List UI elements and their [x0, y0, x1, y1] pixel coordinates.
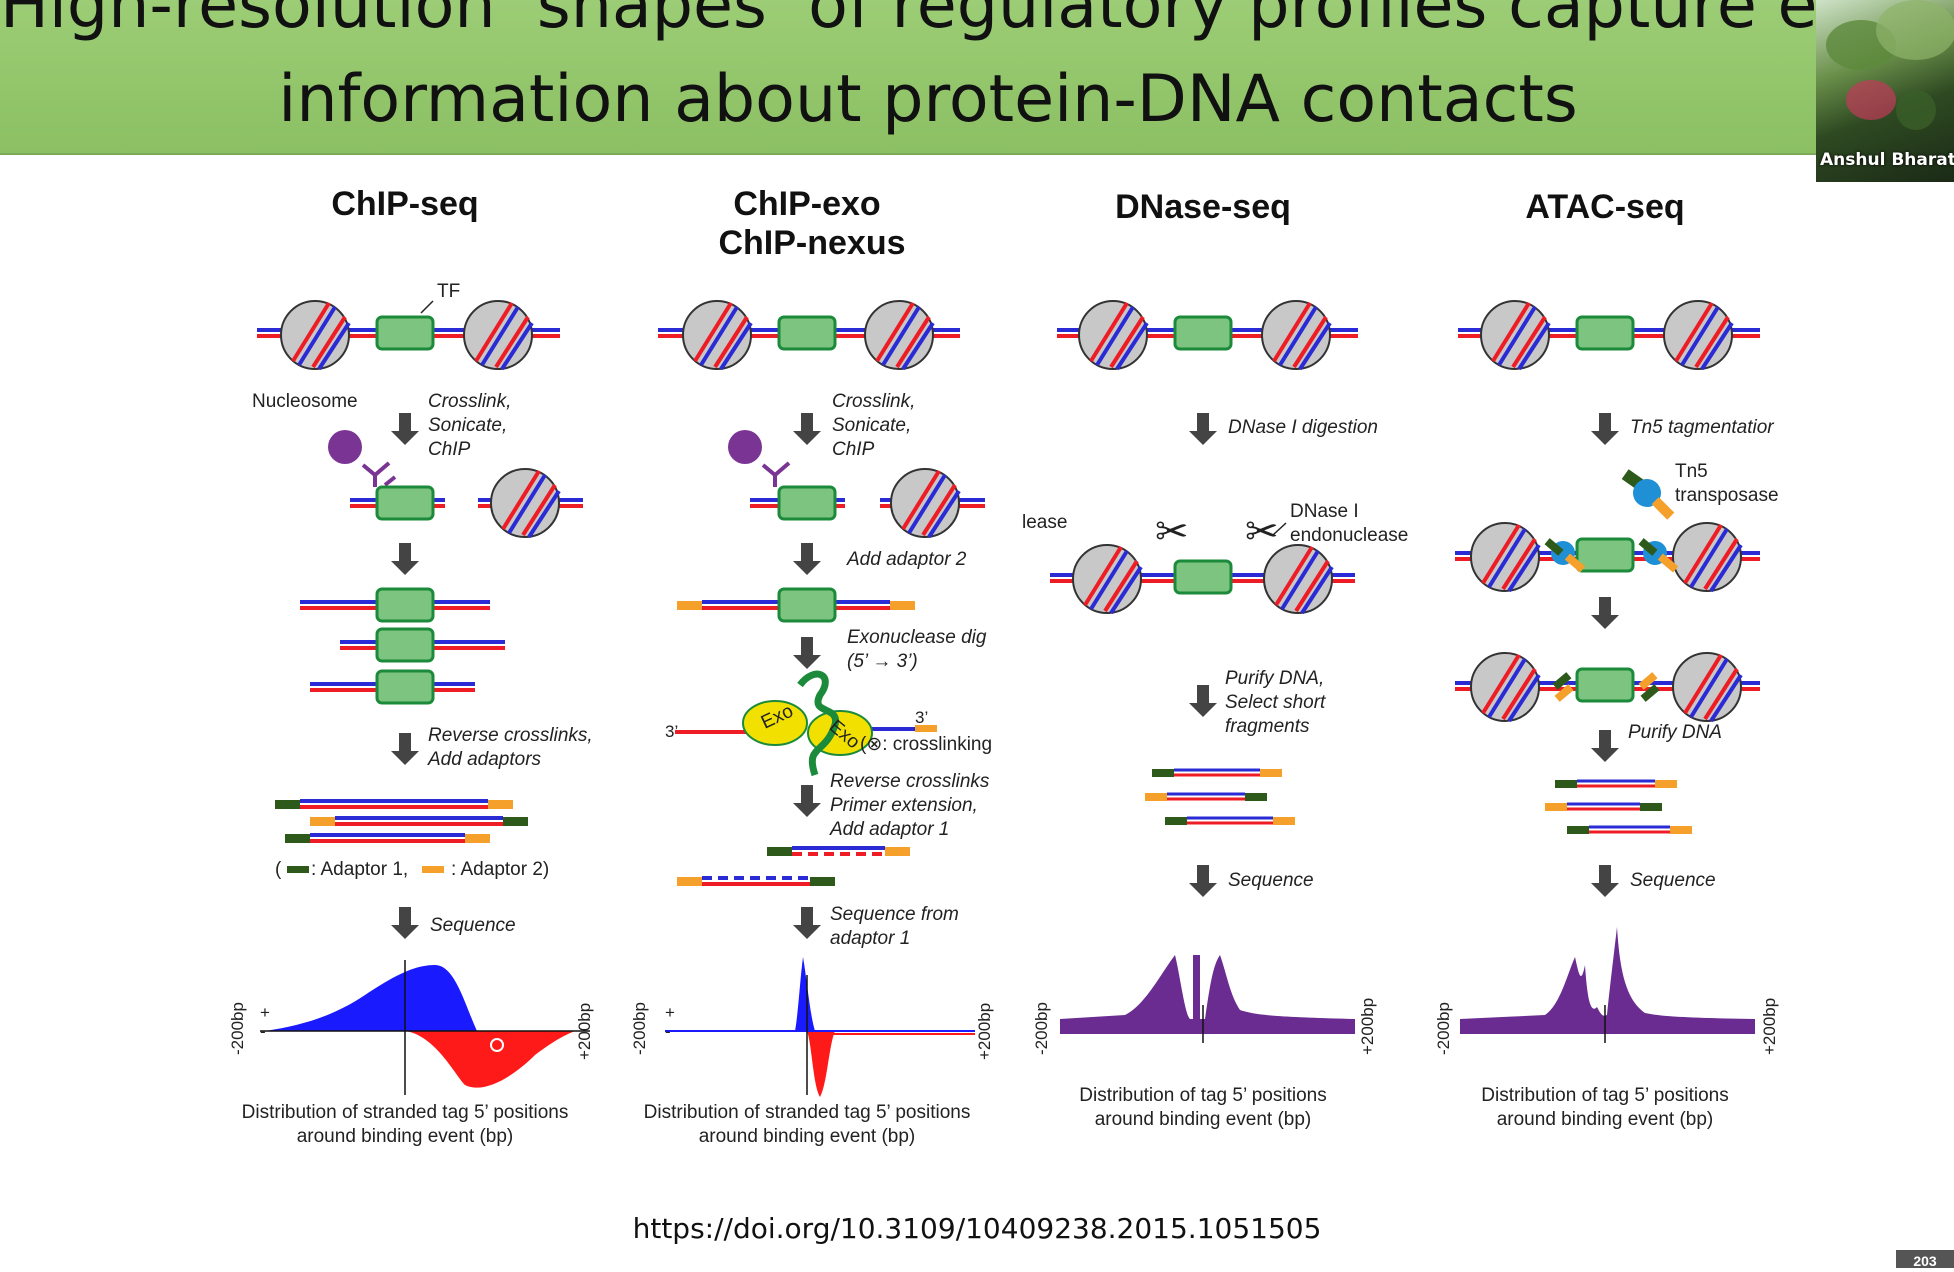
tn5-icon — [1621, 469, 1675, 520]
figure-label: -200bp — [1434, 1002, 1453, 1055]
figure-label: : Adaptor 1, — [311, 859, 408, 880]
chipseq-title: ChIP-seq — [331, 185, 478, 223]
figure-label: transposase — [1675, 485, 1779, 506]
figure-label: Sonicate, — [428, 415, 507, 436]
figure-label: Reverse crosslinks, — [428, 725, 593, 746]
tf-label: TF — [437, 281, 460, 302]
figure-label: ChIP — [428, 439, 471, 460]
figure-label: +200bp — [975, 1003, 994, 1060]
figure-label: Exonuclease dig — [847, 627, 987, 648]
methods-figure: ChIP-seq TF Nucleosome Crosslink, Sonica… — [215, 185, 1780, 1150]
figure-label: Crosslink, — [832, 391, 915, 412]
figure-label: Sequence from — [830, 904, 959, 925]
figure-label: Sequence — [1228, 870, 1314, 891]
figure-label: Purify DNA, — [1225, 668, 1324, 689]
chipexo-title: ChIP-exo — [733, 185, 880, 223]
participant-name: Anshul Bharat — [1820, 150, 1954, 170]
slide-number: 203 — [1896, 1250, 1954, 1269]
figure-label: Add adaptor 1 — [829, 819, 949, 840]
figure-label: ( — [275, 859, 282, 880]
figure-label: Distribution of stranded tag 5’ position… — [242, 1102, 569, 1123]
figure-label: +200bp — [575, 1003, 594, 1060]
figure-label: + — [260, 1003, 270, 1022]
figure-label: Sequence — [430, 915, 516, 936]
scissors-icon: ✂ — [1245, 510, 1279, 554]
figure-label: Purify DNA — [1628, 722, 1722, 743]
atac-column: ATAC-seq Tn5 tagmentatior Tn5 transposas… — [1434, 188, 1779, 1130]
figure-label: DNase I — [1290, 501, 1359, 522]
figure-label: endonuclease — [1290, 525, 1408, 546]
figure-label: Distribution of tag 5’ positions — [1079, 1085, 1326, 1106]
figure-label: Tn5 — [1675, 461, 1708, 482]
nucleosome-label: Nucleosome — [252, 391, 358, 412]
figure-label: Add adaptors — [427, 749, 542, 770]
figure-label: - — [260, 1022, 266, 1041]
figure-label: 3’ — [915, 708, 928, 727]
figure-label: around binding event (bp) — [297, 1126, 514, 1147]
doi-reference: https://doi.org/10.3109/10409238.2015.10… — [632, 1212, 1322, 1245]
slide-title-line-2: information about protein-DNA contacts — [278, 62, 1578, 137]
figure-label: Tn5 tagmentatior — [1630, 417, 1774, 438]
dnase-title: DNase-seq — [1115, 188, 1291, 226]
figure-label: : Adaptor 2) — [451, 859, 549, 880]
chipseq-column: ChIP-seq TF Nucleosome Crosslink, Sonica… — [228, 185, 594, 1147]
participant-video-tile[interactable]: Anshul Bharat — [1816, 0, 1954, 182]
figure-label: (⊗: crosslinking — [860, 734, 992, 755]
figure-label: Distribution of tag 5’ positions — [1481, 1085, 1728, 1106]
slide-title-bar: High-resolution ‘shapes’ of regulatory p… — [0, 0, 1855, 155]
figure-label: +200bp — [1358, 998, 1377, 1055]
figure-label: around binding event (bp) — [1497, 1109, 1714, 1130]
figure-label: 3’ — [665, 722, 678, 741]
figure-label: DNase I digestion — [1228, 417, 1378, 438]
figure-label: (5’ → 3’) — [847, 651, 918, 672]
figure-label: Reverse crosslinks — [830, 771, 990, 792]
figure-label: Sequence — [1630, 870, 1716, 891]
figure-label: lease — [1022, 512, 1067, 533]
figure-label: ChIP — [832, 439, 875, 460]
figure-label: around binding event (bp) — [699, 1126, 916, 1147]
chipexo-column: ChIP-exo ChIP-nexus Crosslink, Sonicate,… — [630, 185, 994, 1147]
figure-label: Sonicate, — [832, 415, 911, 436]
figure-label: Distribution of stranded tag 5’ position… — [644, 1102, 971, 1123]
figure-label: -200bp — [228, 1002, 247, 1055]
figure-label: around binding event (bp) — [1095, 1109, 1312, 1130]
dnase-column: DNase-seq DNase I digestion lease DNase … — [1022, 188, 1408, 1130]
figure-label: fragments — [1225, 716, 1310, 737]
figure-label: +200bp — [1760, 998, 1779, 1055]
figure-label: -200bp — [630, 1002, 649, 1055]
figure-label: -200bp — [1032, 1002, 1051, 1055]
chipnexus-title: ChIP-nexus — [718, 224, 905, 262]
figure-label: Add adaptor 2 — [846, 549, 967, 570]
slide-title-line-1: High-resolution ‘shapes’ of regulatory p… — [0, 0, 1855, 43]
figure-label: - — [665, 1022, 671, 1041]
figure-label: + — [665, 1003, 675, 1022]
figure-label: Primer extension, — [830, 795, 978, 816]
figure-label: adaptor 1 — [830, 928, 910, 949]
figure-label: Select short — [1225, 692, 1326, 713]
atac-title: ATAC-seq — [1525, 188, 1684, 226]
scissors-icon: ✂ — [1155, 510, 1189, 554]
figure-label: Crosslink, — [428, 391, 511, 412]
